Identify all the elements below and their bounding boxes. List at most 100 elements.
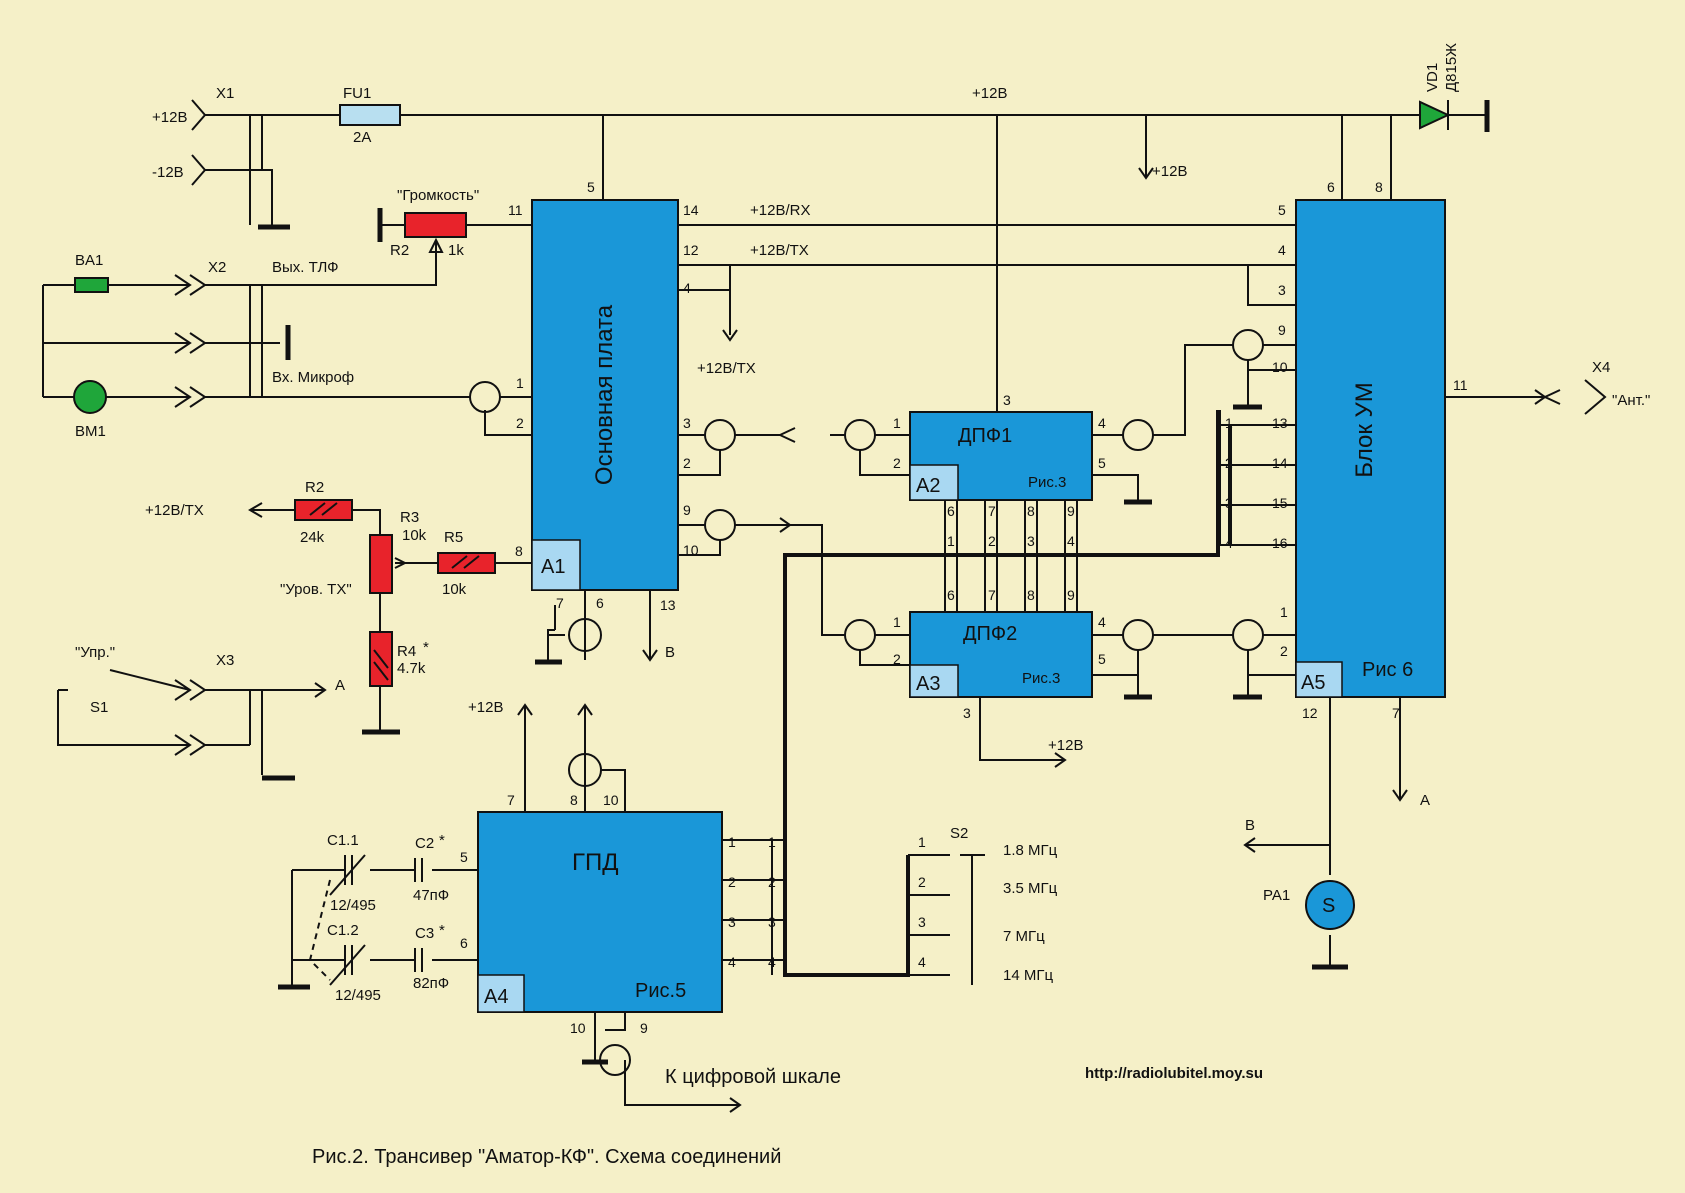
coax-connectors <box>469 329 1264 1076</box>
pin: 14 <box>1272 455 1288 471</box>
x3-a-label: A <box>335 677 345 694</box>
x4-label: X4 <box>1592 359 1610 376</box>
pin: 10 <box>603 792 619 808</box>
r3-label: R3 <box>400 509 419 526</box>
fuse-fu1 <box>339 104 401 126</box>
pin: 1 <box>947 533 955 549</box>
r2-volume-value: 1k <box>448 242 464 259</box>
pin: 6 <box>947 503 955 519</box>
r4-value: 4.7k <box>397 660 426 677</box>
pin: 7 <box>1392 705 1400 721</box>
r2-24k-value: 24k <box>300 529 325 546</box>
pin: 6 <box>460 935 468 951</box>
c3-label: C3 <box>415 925 434 942</box>
b-main-label: B <box>665 644 675 661</box>
pa1-label: PA1 <box>1263 887 1290 904</box>
dpf1-tag-box <box>909 464 959 501</box>
pin: 1 <box>893 415 901 431</box>
p12-rail-label: +12В <box>972 85 1007 102</box>
tx-line-label: +12В/TX <box>750 242 809 259</box>
band-4-label: 14 МГц <box>1003 967 1053 984</box>
pa-ref: Рис 6 <box>1362 659 1413 681</box>
a-pa-label: A <box>1420 792 1430 809</box>
pin: 5 <box>1098 651 1106 667</box>
b-pa-label: B <box>1245 817 1255 834</box>
pin: 1 <box>1280 604 1288 620</box>
pin: 9 <box>1067 587 1075 603</box>
pin: 4 <box>918 954 926 970</box>
pa-block <box>1295 199 1446 698</box>
tx-drop-label: +12В/TX <box>697 360 756 377</box>
c2-value: 47пФ <box>413 887 449 904</box>
band-1-label: 1.8 МГц <box>1003 842 1058 859</box>
pin: 9 <box>1278 322 1286 338</box>
pa1-symbol: S <box>1322 895 1335 917</box>
pin: 9 <box>1067 503 1075 519</box>
c2-star: * <box>439 832 445 849</box>
out-tel-label: Вых. ТЛФ <box>272 259 339 276</box>
c2-label: C2 <box>415 835 434 852</box>
resistor-r2-24k <box>294 499 353 521</box>
r2-volume-label: R2 <box>390 242 409 259</box>
fu1-label: FU1 <box>343 85 371 102</box>
pin: 3 <box>768 914 776 930</box>
band-2-label: 3.5 МГц <box>1003 880 1058 897</box>
p12-x1-label: +12В <box>152 109 187 126</box>
pin: 5 <box>1278 202 1286 218</box>
pin: 10 <box>1272 359 1288 375</box>
mic-bm1 <box>73 380 107 414</box>
r3-value: 10k <box>402 527 427 544</box>
ant-label: "Ант." <box>1612 392 1650 409</box>
dpf1-ref: Рис.3 <box>1028 474 1066 491</box>
pin: 1 <box>893 614 901 630</box>
pin: 14 <box>683 202 699 218</box>
pin: 12 <box>683 242 699 258</box>
pin: 2 <box>728 874 736 890</box>
bm1-label: BM1 <box>75 423 106 440</box>
pin-numbers: 5 11 14 12 4 1 2 3 2 9 10 8 13 6 7 3 1 2… <box>460 179 1468 1036</box>
main-board-tag-box <box>531 539 581 591</box>
s1-label: S1 <box>90 699 108 716</box>
dpf2-tag-box <box>909 664 959 698</box>
fu1-value: 2A <box>353 129 371 146</box>
pin: 8 <box>1375 179 1383 195</box>
pin: 2 <box>893 651 901 667</box>
c11-label: C1.1 <box>327 832 359 849</box>
r2-24k-label: R2 <box>305 479 324 496</box>
dpf2-ref: Рис.3 <box>1022 670 1060 687</box>
pin: 1 <box>1225 415 1233 431</box>
p12-drop-label: +12В <box>1152 163 1187 180</box>
pin: 10 <box>683 542 699 558</box>
pin: 3 <box>918 914 926 930</box>
pin: 7 <box>556 595 564 611</box>
pin: 10 <box>570 1020 586 1036</box>
dpf1-title: ДПФ1 <box>958 425 1012 447</box>
pin: 8 <box>515 543 523 559</box>
dpf2-tag: A3 <box>916 673 940 695</box>
in-mic-label: Вх. Микроф <box>272 369 354 386</box>
pin: 3 <box>728 914 736 930</box>
pin: 2 <box>683 455 691 471</box>
m12-x1-label: -12В <box>152 164 184 181</box>
r5-value: 10k <box>442 581 467 598</box>
r3-name: "Уров. ТХ" <box>280 581 352 598</box>
pin: 7 <box>507 792 515 808</box>
c12-label: C1.2 <box>327 922 359 939</box>
pin: 1 <box>768 834 776 850</box>
p12-dpf2-label: +12В <box>1048 737 1083 754</box>
pin: 4 <box>1225 535 1233 551</box>
pin: 8 <box>1027 503 1035 519</box>
gpd-title: ГПД <box>572 849 619 876</box>
c3-value: 82пФ <box>413 975 449 992</box>
rx-line-label: +12В/RX <box>750 202 810 219</box>
main-board-tag: A1 <box>541 556 565 578</box>
diode-vd1 <box>1419 100 1451 130</box>
vd1-value: Д815Ж <box>1443 43 1460 92</box>
pin: 1 <box>918 834 926 850</box>
resistor-r2-volume <box>404 212 467 238</box>
pin: 9 <box>683 502 691 518</box>
band-3-label: 7 МГц <box>1003 928 1045 945</box>
c3-star: * <box>439 922 445 939</box>
pin: 13 <box>660 597 676 613</box>
pin: 4 <box>1098 614 1106 630</box>
